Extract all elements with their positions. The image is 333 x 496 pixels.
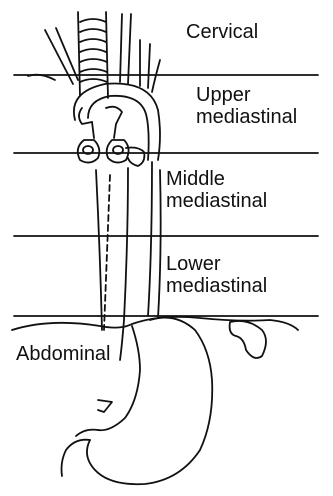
label-cervical: Cervical	[186, 21, 258, 43]
label-lower-mediastinal: Lower mediastinal	[166, 253, 267, 297]
label-upper-mediastinal: Upper mediastinal	[196, 84, 297, 128]
label-middle-line-2: mediastinal	[166, 190, 267, 212]
label-upper-line-2: mediastinal	[196, 106, 297, 128]
label-abdominal: Abdominal	[16, 343, 111, 365]
neck-vessels-drawing	[28, 14, 160, 92]
label-lower-line-1: Lower	[166, 253, 267, 275]
esophagus-drawing	[96, 162, 161, 360]
label-middle-mediastinal: Middle mediastinal	[166, 168, 267, 212]
label-middle-line-1: Middle	[166, 168, 267, 190]
label-lower-line-2: mediastinal	[166, 275, 267, 297]
label-cervical-text: Cervical	[186, 21, 258, 43]
label-abdominal-text: Abdominal	[16, 343, 111, 365]
label-upper-line-1: Upper	[196, 84, 297, 106]
spleen-drawing	[230, 321, 266, 358]
